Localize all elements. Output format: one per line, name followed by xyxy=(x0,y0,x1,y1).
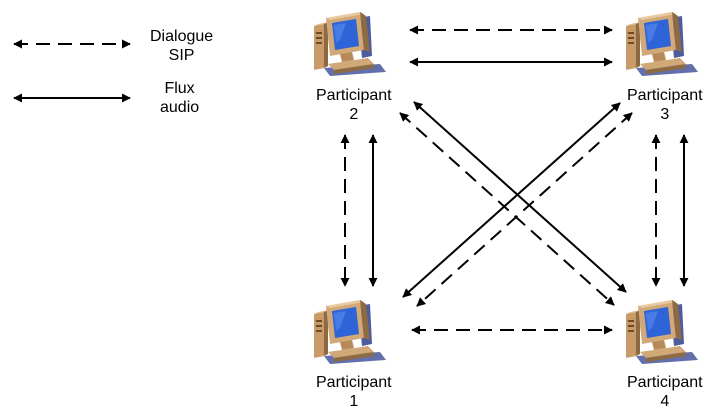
participant-3-number: 3 xyxy=(660,106,670,123)
legend-sip-line1: Dialogue xyxy=(150,28,214,45)
participant-3-name: Participant xyxy=(627,87,703,104)
participants xyxy=(314,12,698,364)
participant-1-name: Participant xyxy=(316,374,392,391)
legend xyxy=(13,39,131,103)
participant-3-label: Participant 3 xyxy=(627,86,703,124)
link-p2-p4-sip-arrow xyxy=(399,112,615,306)
participant-1-number: 1 xyxy=(349,393,359,410)
link-p3-p1-audio-arrow xyxy=(402,102,621,298)
participant-1-label: Participant 1 xyxy=(316,373,392,411)
legend-audio-line2: audio xyxy=(160,99,200,116)
participant-1-computer-icon xyxy=(314,300,386,364)
link-p2-p4-audio-arrow xyxy=(413,101,627,293)
participant-2-name: Participant xyxy=(316,87,392,104)
participant-4-computer-icon xyxy=(626,300,698,364)
participant-4-name: Participant xyxy=(627,374,703,391)
participant-4-number: 4 xyxy=(660,393,670,410)
legend-audio-line1: Flux xyxy=(164,80,195,97)
participant-4-label: Participant 4 xyxy=(627,373,703,411)
participant-2-computer-icon xyxy=(314,12,386,76)
participant-2-number: 2 xyxy=(349,106,359,123)
link-p3-p1-sip-arrow xyxy=(416,112,633,307)
legend-label-sip: Dialogue SIP xyxy=(150,27,213,65)
connections xyxy=(340,25,689,335)
participant-3-computer-icon xyxy=(626,12,698,76)
legend-label-audio: Flux audio xyxy=(160,79,199,117)
participant-2-label: Participant 2 xyxy=(316,86,392,124)
legend-sip-line2: SIP xyxy=(168,47,195,64)
